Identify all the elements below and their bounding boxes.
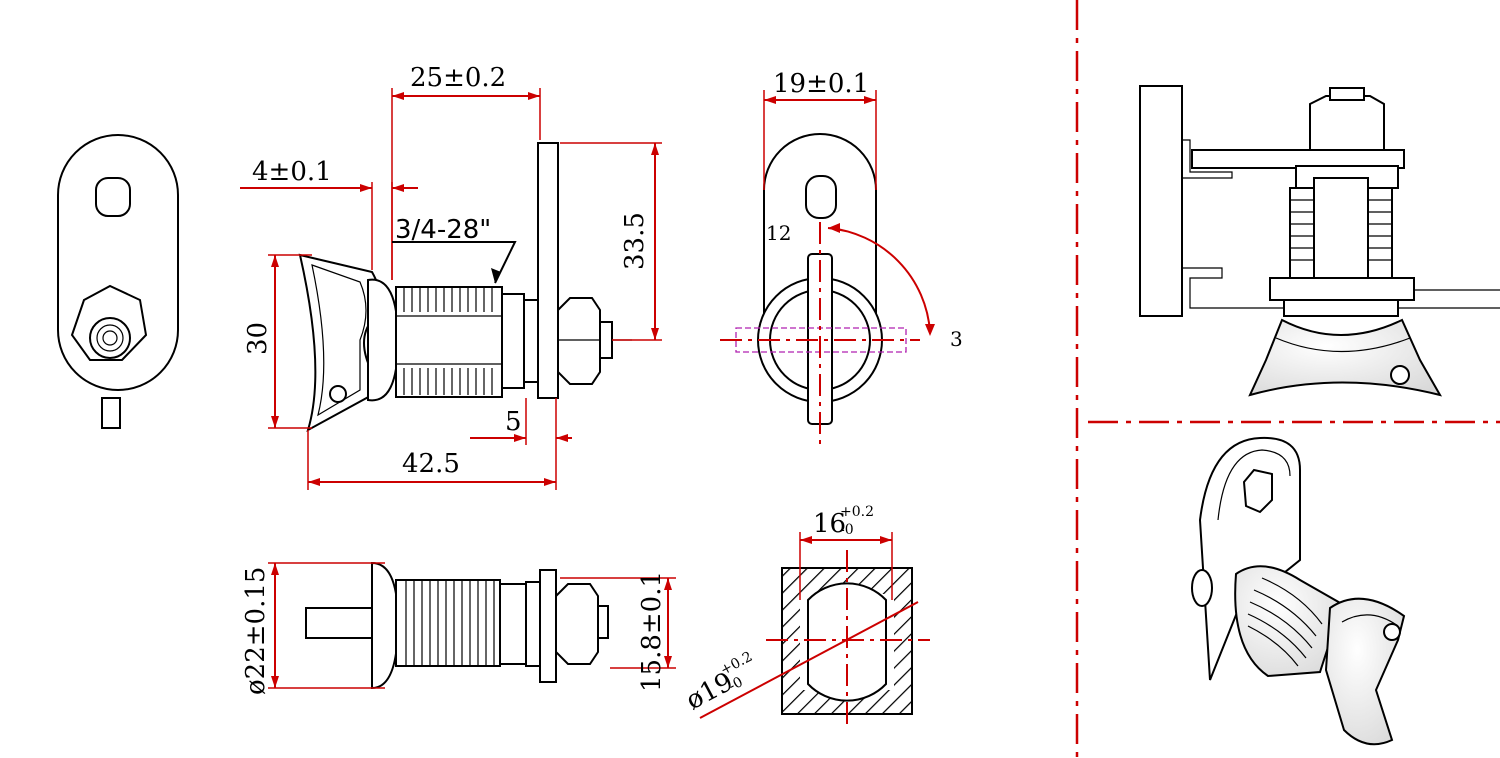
dim-body-diameter: ø22±0.15	[241, 567, 271, 695]
dim-handle-height: 30	[243, 322, 273, 355]
dim-flange-thickness: 4±0.1	[252, 157, 332, 187]
rear-view	[720, 90, 935, 445]
angle-end-label: 3	[950, 327, 963, 351]
dim-cam-length: 25±0.2	[410, 63, 506, 93]
front-view	[57, 134, 179, 429]
dim-cam-width: 19±0.1	[773, 69, 869, 99]
side-view-dimensions	[240, 88, 662, 490]
section-separators	[1075, 0, 1500, 758]
dim-overall-length: 42.5	[402, 449, 460, 479]
assembly-threads	[1290, 199, 1392, 261]
iso-threads	[1247, 577, 1323, 667]
dim-hole-diameter-tol-lower: -0	[726, 674, 746, 695]
body-threads	[405, 580, 495, 666]
threads	[403, 287, 493, 395]
dim-nut-width: 5	[505, 407, 522, 437]
side-view	[298, 142, 632, 433]
angle-start-label: 12	[766, 221, 791, 245]
dim-hole-width-tol-lower: -0	[840, 522, 854, 538]
installed-assembly-illustration	[1139, 85, 1500, 397]
dim-hole-width: 16	[813, 509, 846, 539]
body-view	[268, 561, 676, 690]
dim-hole-width-tol-upper: +0.2	[840, 504, 874, 520]
isometric-product-illustration	[1191, 436, 1406, 746]
panel-cutout-view	[699, 532, 930, 730]
dim-cam-height: 33.5	[620, 212, 650, 270]
dim-flat-distance: 15.8±0.1	[637, 571, 667, 692]
thread-spec-label: 3/4-28"	[395, 215, 491, 245]
